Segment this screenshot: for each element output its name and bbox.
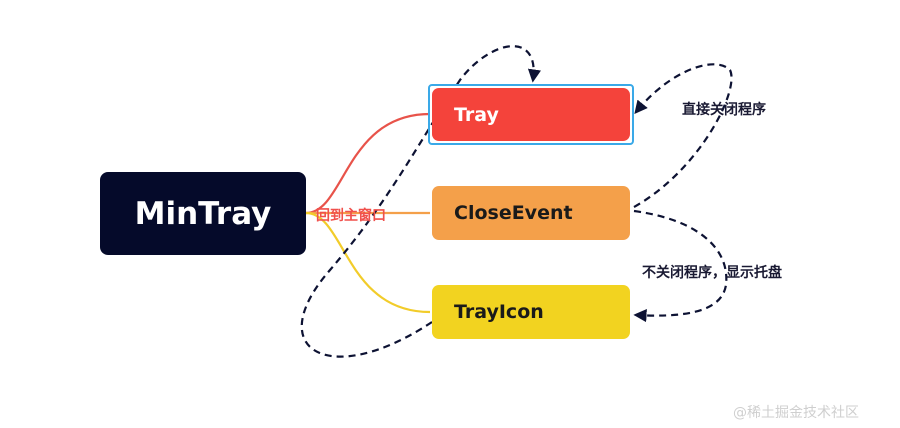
watermark: @稀土掘金技术社区 <box>733 405 859 421</box>
edge-label-close-directly: 直接关闭程序 <box>682 102 766 118</box>
arrow-closeevent-to-tray <box>633 63 733 208</box>
edge-label-show-tray: 不关闭程序，显示托盘 <box>642 265 782 281</box>
tray-selection-outline <box>428 84 634 145</box>
edge-root-to-trayicon <box>305 211 431 314</box>
node-closeevent[interactable]: CloseEvent <box>432 186 630 240</box>
node-trayicon[interactable]: TrayIcon <box>432 285 630 339</box>
arrow-closeevent-to-trayicon <box>633 209 728 323</box>
edge-root-to-tray <box>305 112 431 215</box>
node-tray[interactable]: Tray <box>432 88 630 141</box>
arrow-trayicon-to-tray <box>300 45 541 358</box>
edge-label-back-to-main: 回到主窗口 <box>316 208 386 224</box>
root-node-mintray[interactable]: MinTray <box>100 172 306 255</box>
